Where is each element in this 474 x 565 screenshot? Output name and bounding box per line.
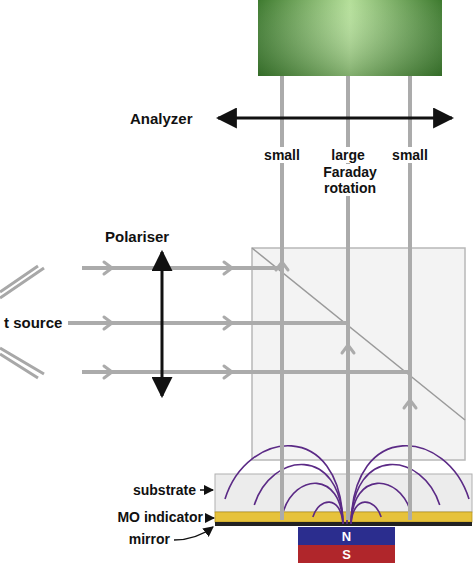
field-line xyxy=(254,465,343,524)
camera-shade xyxy=(258,0,442,76)
light-beam xyxy=(280,76,284,520)
beam-arrowhead xyxy=(104,366,112,378)
beam-arrowhead xyxy=(342,345,354,353)
field-line xyxy=(351,483,410,524)
component-label: Analyzer xyxy=(128,110,195,127)
light-beam xyxy=(408,76,412,520)
component-label: Polariser xyxy=(103,228,171,245)
magnet-south-pole: S xyxy=(298,545,395,563)
beam-arrowhead xyxy=(224,317,232,329)
camera-detector xyxy=(258,0,442,76)
light-beam xyxy=(346,76,350,520)
rotation-label: large xyxy=(329,147,366,163)
polariser-axis xyxy=(161,252,164,396)
leader-arrow xyxy=(174,527,213,540)
field-line xyxy=(313,502,343,524)
rotation-label: small xyxy=(390,147,430,163)
layer-label: substrate xyxy=(131,482,198,498)
component-label: t source xyxy=(2,314,64,331)
substrate-layer xyxy=(215,474,472,512)
analyzer-axis xyxy=(218,117,452,120)
pole-letter: N xyxy=(342,530,351,543)
beam-arrowhead xyxy=(276,262,288,270)
field-line xyxy=(351,502,381,524)
rotation-label: Faraday rotation xyxy=(316,164,384,196)
beam-arrowhead xyxy=(104,317,112,329)
rotation-label: small xyxy=(262,147,302,163)
beam-arrowhead xyxy=(224,366,232,378)
beam-arrowhead xyxy=(224,262,232,274)
pole-letter: S xyxy=(342,548,351,561)
leader-arrow xyxy=(200,489,213,491)
beam-arrowhead xyxy=(404,400,416,408)
field-line xyxy=(351,465,440,524)
magnet-north-pole: N xyxy=(298,527,395,545)
beam-arrowhead xyxy=(104,262,112,274)
field-line xyxy=(284,483,343,524)
layer-label: MO indicator xyxy=(115,509,205,525)
light-beam xyxy=(82,370,410,374)
layer-label: mirror xyxy=(127,531,172,547)
leader-arrow xyxy=(208,517,214,519)
